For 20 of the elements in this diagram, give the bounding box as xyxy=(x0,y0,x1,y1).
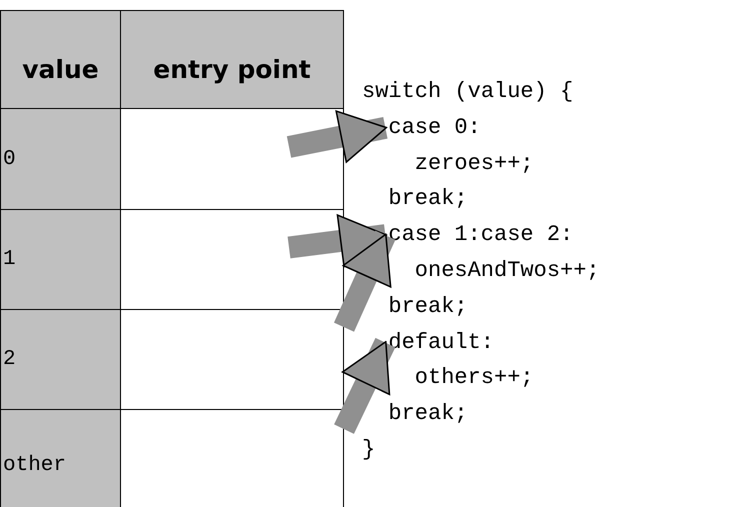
code-line: break; xyxy=(388,401,468,428)
code-line: default: xyxy=(388,330,494,356)
code-line: case 1:case 2: xyxy=(388,222,574,248)
block-arrow xyxy=(286,110,388,163)
code-line: switch (value) { xyxy=(362,79,574,105)
code-line: zeroes++; xyxy=(414,150,534,177)
table-value: 1 xyxy=(3,248,16,271)
column-header: value xyxy=(22,55,99,84)
table-value: 2 xyxy=(3,348,16,371)
table-value: 0 xyxy=(3,148,16,170)
code-line: onesAndTwos++; xyxy=(414,258,600,284)
column-header: entry point xyxy=(153,55,311,84)
code-line: others++; xyxy=(414,365,534,392)
code-line: } xyxy=(362,437,376,463)
block-arrow xyxy=(334,338,396,434)
code-line: break; xyxy=(388,186,468,212)
code-line: case 0: xyxy=(388,114,481,141)
block-arrow xyxy=(334,230,396,332)
table-value: other xyxy=(3,454,66,476)
code-line: break; xyxy=(388,294,468,320)
